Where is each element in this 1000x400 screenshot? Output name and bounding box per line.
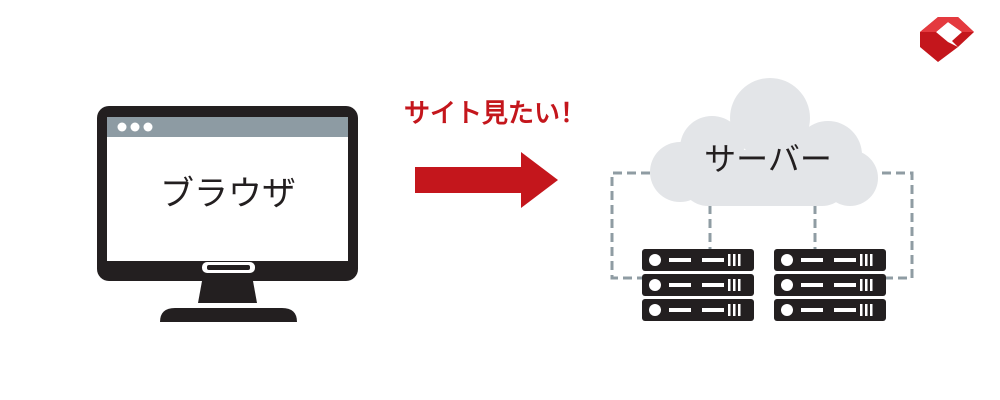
vent-slot [865,254,868,266]
browser-label: ブラウザ [160,174,296,214]
vent-slot [733,279,736,291]
server-unit [642,299,754,321]
browser-title-bar [107,117,348,137]
vent-slot [865,279,868,291]
window-dot-icon [130,122,140,132]
arrow-icon [415,152,558,208]
server-light-icon [781,254,793,266]
vent-slot [860,304,863,316]
server-light-icon [781,279,793,291]
server-label: サーバー [704,140,832,178]
cloud-icon [650,78,878,206]
server-rack-icon [642,249,754,321]
server-light-icon [649,254,661,266]
vent-slot [738,279,741,291]
window-dot-icon [143,122,153,132]
server-unit [774,274,886,296]
vent-slot [738,304,741,316]
server-unit [774,249,886,271]
window-dot-icon [117,122,127,132]
request-label: サイト見たい！ [404,99,586,129]
vent-slot [860,254,863,266]
vent-slot [728,254,731,266]
monitor-stand [160,308,297,322]
server-light-icon [781,304,793,316]
server-light-icon [649,304,661,316]
vent-slot [870,304,873,316]
vent-slot [733,254,736,266]
monitor-neck [198,281,257,303]
server-racks [642,249,886,321]
vent-slot [728,304,731,316]
server-unit [642,274,754,296]
vent-slot [865,304,868,316]
server-light-icon [649,279,661,291]
monitor-icon: ブラウザ [97,106,358,322]
vent-slot [870,279,873,291]
vent-slot [860,279,863,291]
monitor-screen [107,117,348,261]
vent-slot [870,254,873,266]
server-unit [642,249,754,271]
server-rack-icon [774,249,886,321]
logo-icon [920,17,974,62]
vent-slot [733,304,736,316]
server-unit [774,299,886,321]
vent-slot [728,279,731,291]
vent-slot [738,254,741,266]
